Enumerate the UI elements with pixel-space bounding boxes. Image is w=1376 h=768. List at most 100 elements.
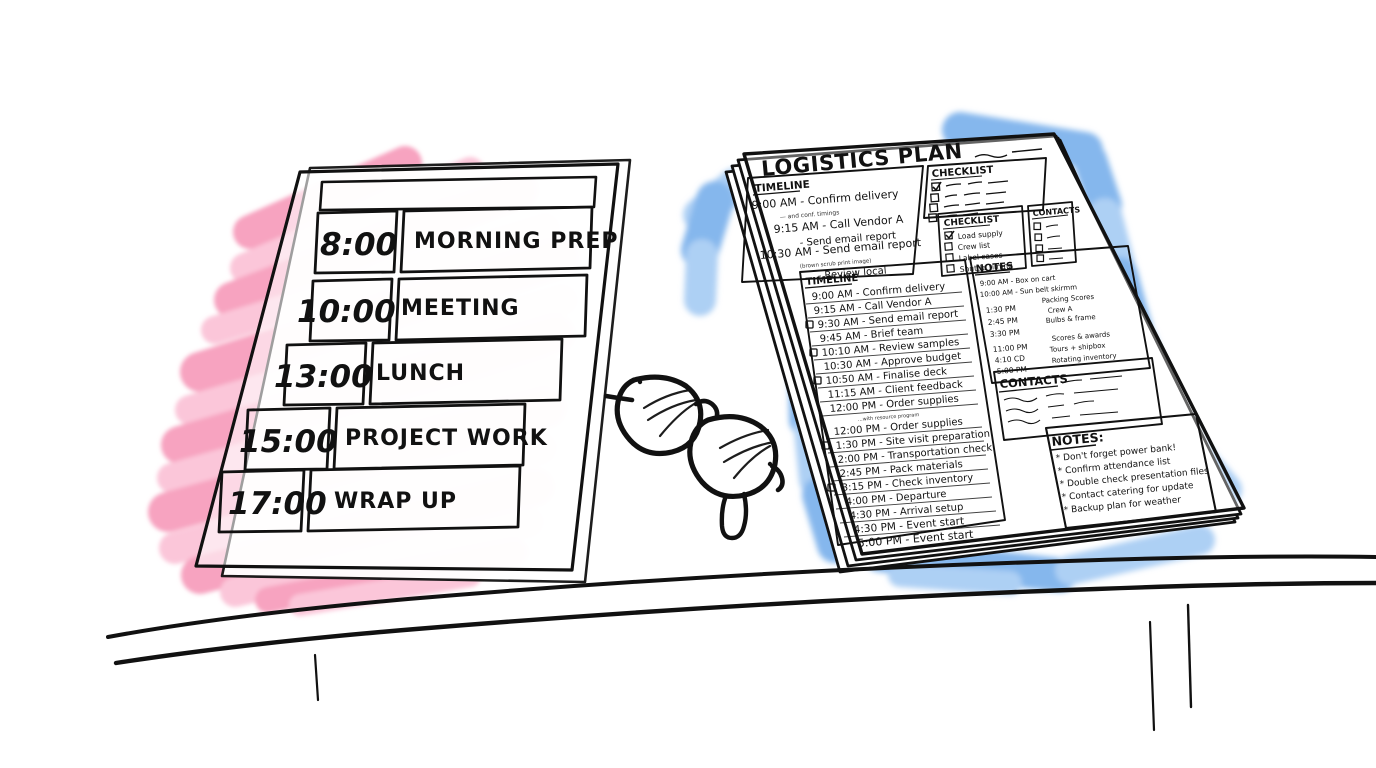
schedule-row[interactable]: 10:00 MEETING — [297, 273, 589, 343]
checklist-item[interactable]: Load supply — [944, 228, 1004, 241]
timeline-row-time: 4:30 PM — [849, 508, 890, 522]
timeline-row[interactable]: 11:15 AM - Client feedback — [819, 379, 977, 403]
timeline-row-time: 12:00 PM — [833, 423, 880, 438]
schedule-header-bar — [318, 175, 598, 212]
timeline-row-checkbox — [821, 441, 830, 450]
checklist-item[interactable] — [929, 201, 1005, 213]
checklist-item[interactable] — [930, 191, 1007, 203]
timeline-row-time: 9:45 AM — [819, 331, 861, 345]
mid-contacts-heading: CONTACTS — [1032, 205, 1080, 218]
notes-side-note: Bulbs & frame — [1046, 313, 1096, 325]
check-mark-icon — [932, 181, 942, 192]
schedule-row-time: 10:00 — [297, 294, 396, 330]
timeline-row-time: 10:30 AM — [823, 358, 871, 373]
contacts-item[interactable] — [1036, 254, 1064, 263]
timeline-row-time: 9:30 AM — [817, 317, 859, 331]
timeline-row-label: Finalise deck — [883, 366, 948, 382]
schedule-row-time: 13:00 — [274, 359, 373, 395]
checklist-item[interactable] — [931, 180, 1009, 192]
timeline-row-time: 10:10 AM — [821, 344, 869, 359]
notes-bullet-icon: * — [1057, 467, 1063, 477]
logistics-contacts-section[interactable]: CONTACTS — [993, 357, 1163, 441]
logistics-top-page[interactable] — [742, 132, 1246, 556]
timeline-row[interactable]: 10:30 AM - Approve budget — [815, 351, 973, 375]
timeline-row-label: Departure — [895, 489, 946, 504]
timeline-row-text: 4:30 PM - Event start — [853, 515, 964, 536]
timeline-row-time: 9:15 AM — [813, 303, 855, 317]
timeline-row-checkbox — [805, 320, 814, 329]
title-scribble-decoration — [974, 148, 1043, 158]
check-mark-icon — [945, 230, 955, 240]
notes-side-note: Crew A — [1048, 305, 1073, 315]
checklist-item[interactable]: Crew list — [944, 240, 991, 252]
timeline-row-time: 1:30 PM — [835, 438, 876, 452]
top-timeline-entry-sub: — and conf. timings — [780, 209, 840, 221]
timeline-row[interactable]: 10:10 AM - Review samples — [809, 337, 971, 361]
notes-heading: NOTES — [975, 261, 1013, 275]
schedule-row-activity: WRAP UP — [334, 489, 457, 514]
timeline-row[interactable]: 9:30 AM - Send email report — [805, 309, 967, 333]
timeline-row-text: 10:10 AM - Review samples — [821, 337, 959, 359]
schedule-row-activity: MORNING PREP — [414, 229, 618, 254]
contacts-item[interactable] — [1033, 222, 1059, 231]
timeline-row-text: 9:45 AM - Brief team — [819, 326, 923, 345]
timeline-row[interactable]: 4:00 PM - Departure — [835, 489, 993, 510]
contacts-item[interactable] — [1034, 233, 1061, 242]
timeline-row-text: 4:30 PM - Arrival setup — [849, 502, 963, 522]
top-timeline-entry-sub: (brown scrub print image) — [800, 258, 872, 270]
desk-leg — [1148, 620, 1156, 732]
notes-box-heading: NOTES: — [1051, 429, 1104, 449]
timeline-row-time: 2:00 PM — [837, 452, 878, 466]
notes-bullet-icon: * — [1059, 480, 1065, 490]
schedule-row[interactable]: 8:00 MORNING PREP — [313, 205, 618, 275]
timeline-row-time: 4:30 PM — [853, 521, 896, 536]
timeline-row[interactable]: 2:45 PM - Pack materials — [831, 459, 989, 482]
schedule-row-time: 15:00 — [239, 424, 338, 460]
logistics-stack-page — [736, 134, 1243, 562]
timeline-row-checkbox — [827, 483, 836, 492]
schedule-row[interactable]: 13:00 LUNCH — [274, 337, 564, 407]
timeline-row-text: 4:00 PM - Departure — [845, 489, 947, 508]
notes-line: 4:10 CD — [994, 354, 1025, 365]
timeline-row[interactable]: 9:00 AM - Confirm delivery — [805, 281, 963, 305]
timeline-row[interactable]: 4:30 PM - Event start — [843, 515, 1001, 538]
logistics-timeline-section[interactable]: TIMELINE 9:00 AM - Confirm delivery 9:15… — [799, 259, 1006, 550]
contacts-item[interactable] — [1035, 244, 1063, 253]
timeline-row-text: 10:50 AM - Finalise deck — [825, 366, 947, 387]
schedule-row-time: 17:00 — [228, 486, 327, 522]
timeline-row[interactable]: 5:00 PM - Event start — [857, 528, 974, 550]
mid-checklist-item-label: Load supply — [957, 228, 1003, 241]
timeline-row[interactable]: 9:15 AM - Call Vendor A — [807, 297, 965, 319]
logistics-top-checklist-section[interactable]: CHECKLIST — [923, 157, 1047, 223]
eyeglasses-icon[interactable] — [603, 374, 785, 541]
timeline-row[interactable]: 4:30 PM - Arrival setup — [839, 502, 997, 524]
timeline-row[interactable]: 9:45 AM - Brief team — [811, 326, 969, 347]
timeline-row-time: 11:15 AM — [827, 386, 875, 401]
schedule-row-activity: PROJECT WORK — [345, 426, 548, 451]
notes-line: 1:30 PM — [985, 304, 1016, 315]
timeline-row-time: 9:00 AM — [811, 289, 853, 303]
timeline-row-text: 9:15 AM - Call Vendor A — [813, 297, 932, 317]
notes-line: 11:00 PM — [992, 342, 1028, 354]
logistics-mid-contacts-box[interactable]: CONTACTS — [1027, 201, 1081, 267]
timeline-row-checkbox — [809, 348, 818, 357]
timeline-row-label: Event start — [906, 515, 965, 532]
timeline-row[interactable]: 10:50 AM - Finalise deck — [813, 366, 975, 389]
timeline-row[interactable]: 3:15 PM - Check inventory — [827, 472, 991, 496]
timeline-row-label: Arrival setup — [899, 502, 963, 518]
mid-checklist-item-label: Crew list — [957, 240, 990, 252]
desk-edge-top — [106, 554, 1376, 639]
timeline-row-time: 2:45 PM — [839, 466, 880, 480]
desk-edge-bottom — [113, 580, 1376, 666]
timeline-row-label: Event start — [912, 528, 974, 546]
notes-bullet-icon: * — [1063, 506, 1069, 516]
schedule-row[interactable]: 15:00 PROJECT WORK — [239, 402, 548, 472]
timeline-row-label: Call Vendor A — [864, 297, 932, 313]
checklist-item[interactable] — [928, 212, 979, 223]
timeline-row-annotation: ...with resource program — [858, 412, 920, 423]
schedule-row[interactable]: 17:00 WRAP UP — [217, 464, 522, 534]
notes-bullet-icon: * — [1055, 454, 1061, 464]
